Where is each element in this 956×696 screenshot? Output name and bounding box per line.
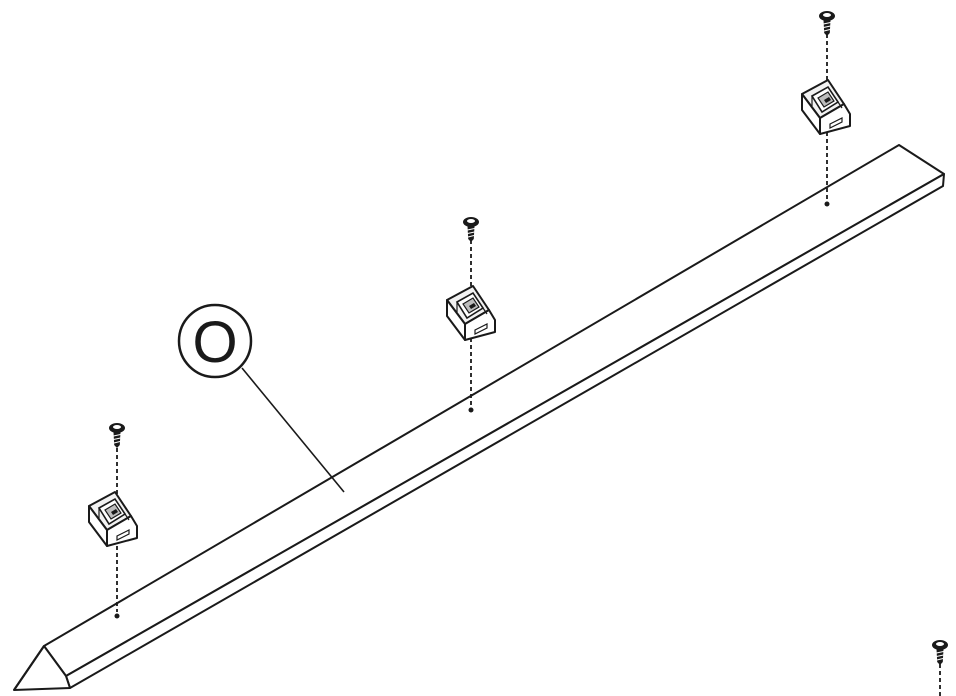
mount-hole-right <box>824 201 830 207</box>
part-label: O <box>192 310 237 375</box>
callout-leader-line <box>241 367 345 493</box>
bracket-left <box>88 491 138 547</box>
callout-circle <box>177 303 253 379</box>
part-callout: O <box>177 303 345 493</box>
screw-middle <box>462 216 480 243</box>
screw-left <box>108 422 126 449</box>
bracket-middle <box>446 285 496 341</box>
screw-right <box>818 10 836 37</box>
rail <box>13 144 945 691</box>
bracket-assembly-right <box>801 10 851 207</box>
screw-corner <box>931 639 949 666</box>
mount-hole-middle <box>468 407 474 413</box>
bracket-assembly-left <box>88 422 138 619</box>
mount-hole-left <box>114 613 120 619</box>
screw-assembly-corner <box>931 639 949 696</box>
bracket-right <box>801 79 851 135</box>
bracket-assembly-middle <box>446 216 496 413</box>
